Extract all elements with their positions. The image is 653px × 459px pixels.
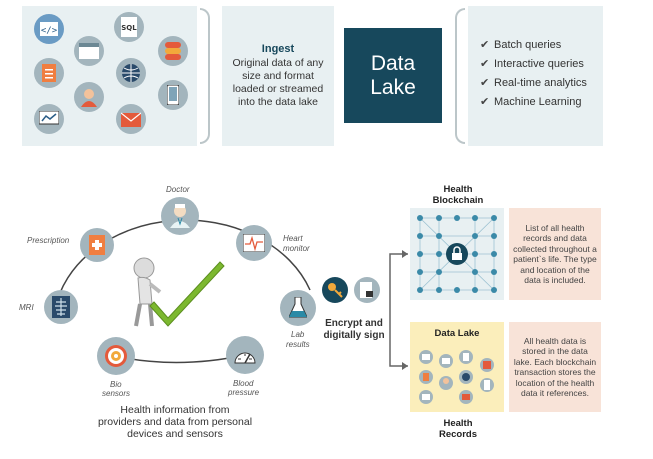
heart-monitor-icon: [236, 225, 272, 261]
heart-monitor-label-1: Heart: [283, 234, 303, 243]
blood-pressure-icon: [226, 336, 264, 374]
blood-pressure-label-1: Blood: [233, 379, 254, 388]
records-data-lake-panel: Data Lake: [410, 322, 504, 412]
signed-document-icon: [354, 277, 380, 303]
person-icon: [74, 82, 104, 112]
records-title: Health Records: [438, 418, 477, 440]
records-note: All health data is stored in the data la…: [509, 322, 601, 412]
ingest-panel: Ingest Original data of any size and for…: [222, 6, 334, 146]
prescription-icon: [80, 228, 114, 262]
bio-sensors-label-2: sensors: [102, 389, 131, 398]
heart-monitor-label-2: monitor: [283, 244, 310, 253]
check-icon: ✔: [480, 58, 490, 70]
data-lake-box: Data Lake: [344, 28, 442, 123]
doctor-label: Doctor: [166, 185, 190, 194]
svg-text:SQL: SQL: [121, 24, 137, 32]
code-icon: </>: [34, 14, 64, 44]
encrypt-label: Encrypt and digitally sign: [323, 318, 385, 341]
bracket-left: [455, 8, 465, 144]
bio-sensors-label-1: Bio: [110, 380, 122, 389]
person-check-illustration: [133, 257, 225, 327]
blockchain-network: [410, 208, 504, 300]
mail-icon: [116, 104, 146, 134]
blockchain-note: List of all health records and data coll…: [509, 208, 601, 300]
bio-sensors-icon: [97, 337, 135, 375]
ingest-description: Original data of any size and format loa…: [232, 57, 324, 108]
check-icon: ✔: [480, 77, 490, 89]
lab-results-label-2: results: [286, 340, 310, 349]
key-icon: [322, 277, 348, 303]
doctor-icon: [161, 197, 199, 235]
lab-results-icon: [280, 290, 316, 326]
tablet-icon: [158, 80, 188, 110]
sources-caption: Health information from providers and da…: [97, 404, 253, 440]
browser-icon: [74, 36, 104, 66]
check-icon: ✔: [480, 39, 490, 51]
check-icon: ✔: [480, 96, 490, 108]
uses-panel: ✔Batch queries ✔Interactive queries ✔Rea…: [468, 6, 603, 146]
sql-icon: SQL: [114, 12, 144, 42]
prescription-label: Prescription: [27, 236, 70, 245]
globe-icon: [116, 58, 146, 88]
lab-results-label-1: Lab: [291, 330, 305, 339]
data-lake-label-2: Lake: [370, 75, 416, 99]
data-lake-label-1: Data: [370, 51, 416, 75]
records-box-title: Data Lake: [434, 328, 480, 339]
use-item: ✔Batch queries: [480, 36, 603, 55]
use-item: ✔Real-time analytics: [480, 74, 603, 93]
ingest-title: Ingest: [261, 43, 295, 55]
ingest-icons-panel: </> SQL: [22, 6, 197, 146]
svg-text:</>: </>: [41, 26, 58, 36]
chart-monitor-icon: [34, 104, 64, 134]
mri-icon: [44, 290, 78, 324]
uses-list: ✔Batch queries ✔Interactive queries ✔Rea…: [480, 36, 603, 112]
blood-pressure-label-2: pressure: [228, 388, 260, 397]
document-icon: [34, 58, 64, 88]
use-item: ✔Interactive queries: [480, 55, 603, 74]
database-icon: [158, 36, 188, 66]
mri-label: MRI: [19, 303, 34, 312]
blockchain-title: Health Blockchain: [432, 184, 484, 206]
use-item: ✔Machine Learning: [480, 93, 603, 112]
